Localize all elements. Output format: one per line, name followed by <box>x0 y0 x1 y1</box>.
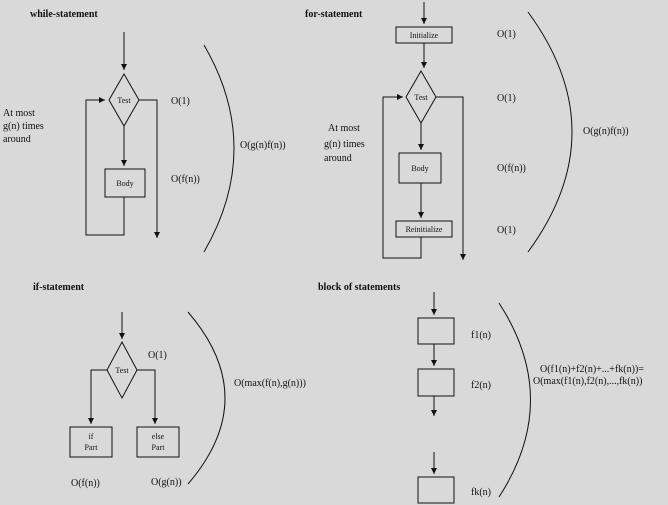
while-exit-arrow <box>139 99 160 238</box>
if-test-label: Test <box>115 366 129 375</box>
block-cost-fk: fk(n) <box>471 487 491 498</box>
if-part-label-line2: Part <box>85 443 99 452</box>
for-total-cost: O(g(n)f(n)) <box>583 126 629 137</box>
block-total-line1: O(f1(n)+f2(n)+...+fk(n))= <box>540 364 644 375</box>
for-around-line2: g(n) times <box>324 139 365 150</box>
while-total-cost: O(g(n)f(n)) <box>240 140 286 151</box>
for-cost-init: O(1) <box>497 29 516 40</box>
for-around-line1: At most <box>328 123 360 134</box>
while-around-line1: At most <box>3 108 35 119</box>
block-statement-k-box <box>417 476 455 504</box>
if-cost-if-part: O(f(n)) <box>71 478 100 489</box>
for-loop-back-arrow <box>382 94 422 259</box>
if-cost-test: O(1) <box>148 350 167 361</box>
block-statement-2-box <box>417 368 455 397</box>
else-part-label-line1: else <box>152 432 165 441</box>
while-around-line3: around <box>3 134 31 145</box>
for-body-box <box>398 152 442 184</box>
while-statement-panel: while-statement Test Body At most g(n) t… <box>3 9 286 253</box>
while-test-label: Test <box>117 96 131 105</box>
if-brace-arc <box>187 311 226 485</box>
else-part-box <box>136 426 180 458</box>
for-exit-arrow <box>436 96 466 260</box>
block-statement-1-box <box>417 317 455 345</box>
while-title: while-statement <box>30 9 98 20</box>
for-test-label: Test <box>414 93 428 102</box>
while-loop-back-arrow <box>85 97 125 236</box>
for-cost-body: O(f(n)) <box>497 163 526 174</box>
while-around-line2: g(n) times <box>3 121 44 132</box>
if-test-diamond <box>106 340 138 400</box>
while-cost-test: O(1) <box>171 96 190 107</box>
block-cost-f2: f2(n) <box>471 380 491 391</box>
for-body-label: Body <box>411 164 428 173</box>
block-statements-panel: block of statements f1(n) f2(n) fk(n) O(… <box>318 282 644 504</box>
for-cost-test: O(1) <box>497 93 516 104</box>
if-title: if-statement <box>33 282 85 293</box>
block-cost-f1: f1(n) <box>471 330 491 341</box>
if-statement-panel: if-statement Test if Part else Part O(1)… <box>33 282 306 489</box>
for-around-line3: around <box>324 153 352 164</box>
for-title: for-statement <box>305 9 363 20</box>
if-part-label-line1: if <box>89 432 94 441</box>
if-part-box <box>69 426 113 458</box>
else-part-label-line2: Part <box>152 443 166 452</box>
if-total-cost: O(max(f(n),g(n))) <box>234 378 306 389</box>
while-body-label: Body <box>116 179 133 188</box>
for-statement-panel: for-statement Initialize Test Body Reini… <box>305 2 629 260</box>
while-body-box <box>104 168 146 198</box>
for-cost-reinit: O(1) <box>497 225 516 236</box>
for-reinitialize-box <box>395 220 453 238</box>
for-initialize-label: Initialize <box>410 31 439 40</box>
while-brace-arc <box>203 44 235 253</box>
block-brace-arc <box>498 302 531 498</box>
while-cost-body: O(f(n)) <box>171 174 200 185</box>
if-true-branch-arrow <box>88 369 107 424</box>
block-total-line2: O(max(f1(n),f2(n),...,fk(n)) <box>533 376 642 387</box>
for-brace-arc <box>527 11 573 253</box>
for-reinitialize-label: Reinitialize <box>406 225 443 234</box>
if-false-branch-arrow <box>137 369 158 424</box>
block-title: block of statements <box>318 282 400 293</box>
if-cost-else-part: O(g(n)) <box>151 477 182 488</box>
